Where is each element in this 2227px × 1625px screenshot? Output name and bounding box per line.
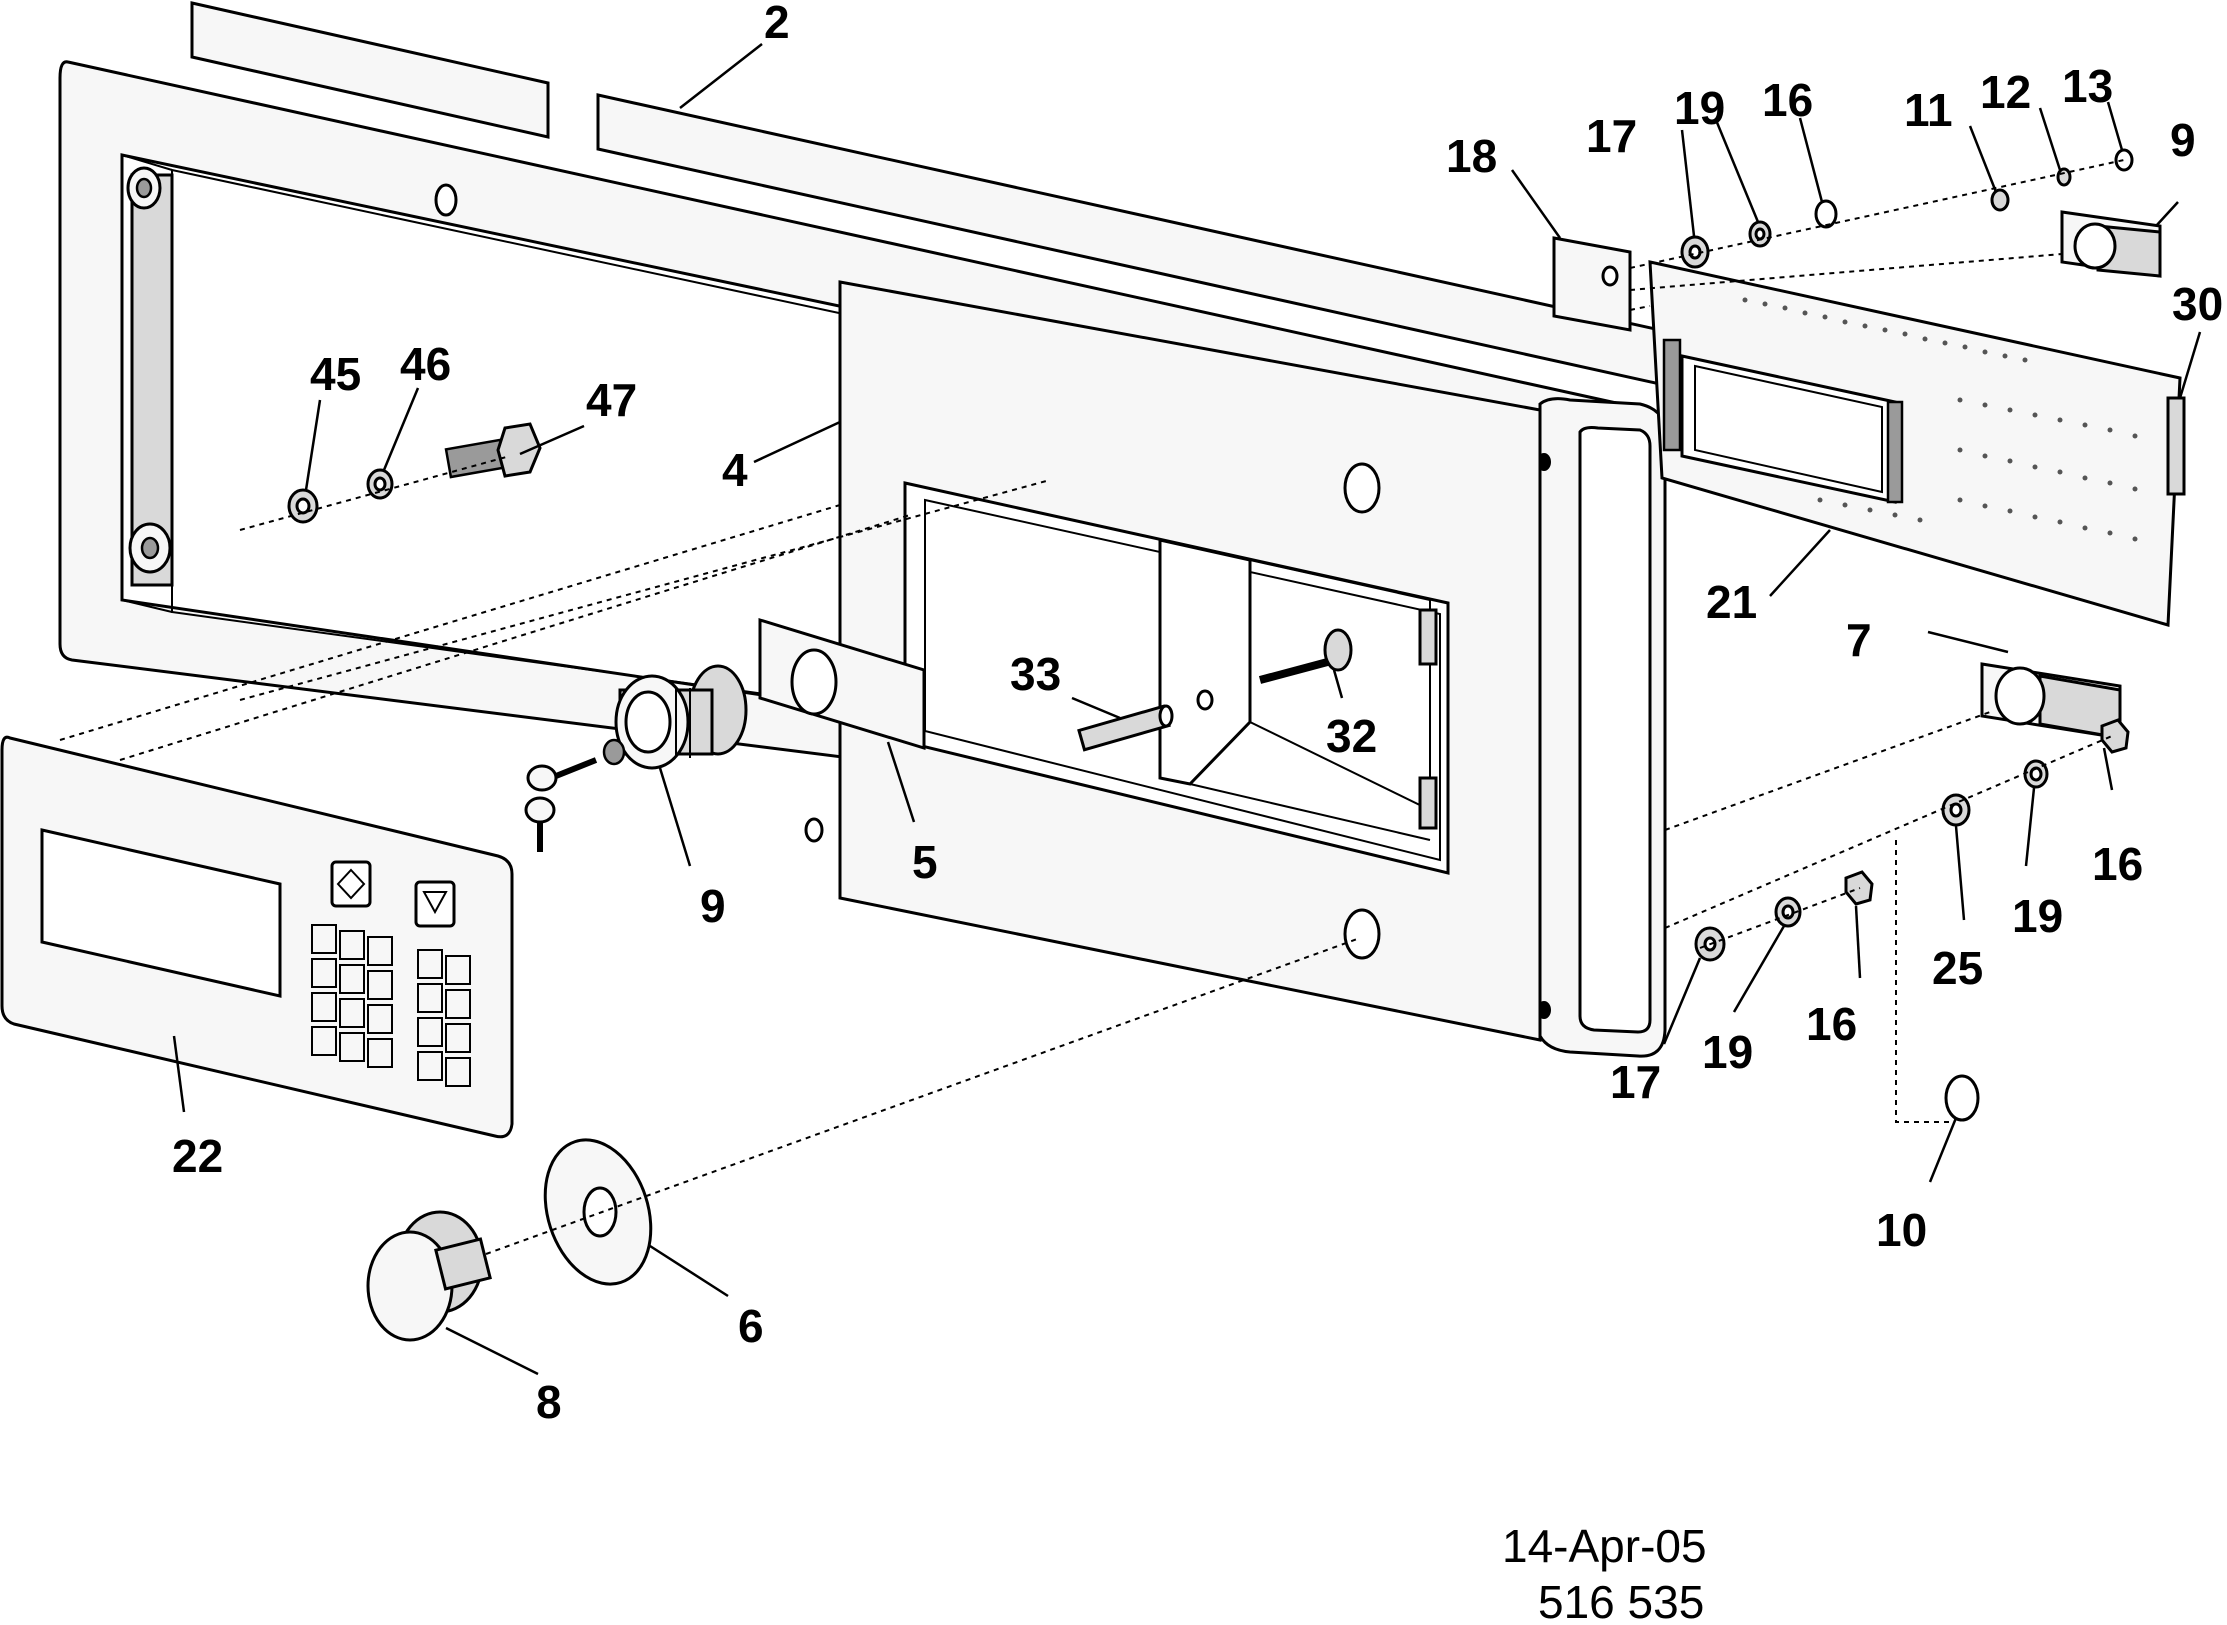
callout-47: 47: [586, 374, 637, 426]
callout-19-top: 19: [1674, 82, 1725, 134]
washer-11: [1990, 188, 2010, 212]
callout-4: 4: [722, 444, 748, 496]
callout-17-top: 17: [1586, 110, 1637, 162]
callout-9-right: 9: [2170, 114, 2196, 166]
nut-13: [2114, 148, 2134, 172]
bracket-18: [1552, 236, 1632, 332]
callout-30: 30: [2172, 278, 2223, 330]
washer-17-top: [1680, 235, 1710, 269]
circuit-board-21: [1648, 260, 2186, 627]
washer-25: [1941, 793, 1971, 827]
nut-16-right: [2100, 718, 2130, 754]
callout-25: 25: [1932, 942, 1983, 994]
callout-22: 22: [172, 1130, 223, 1182]
switch-block-7: [1980, 662, 2122, 740]
cap-10: [1944, 1074, 1980, 1122]
drawing-footer: 14-Apr-05 516 535: [1502, 1520, 1707, 1625]
callout-9-left: 9: [700, 880, 726, 932]
key-switch-9: [602, 664, 748, 770]
washer-46: [366, 468, 394, 500]
pin-33: [1077, 704, 1174, 752]
callout-16-top: 16: [1762, 74, 1813, 126]
callout-45: 45: [310, 348, 361, 400]
callout-33: 33: [1010, 648, 1061, 700]
back-plate-left: [190, 1, 550, 139]
plate-5: [758, 617, 926, 751]
callout-21: 21: [1706, 576, 1757, 628]
callout-18: 18: [1446, 130, 1497, 182]
callout-16-right: 16: [2092, 838, 2143, 890]
callout-7: 7: [1846, 614, 1872, 666]
callout-12: 12: [1980, 66, 2031, 118]
callout-8: 8: [536, 1376, 562, 1428]
switch-block-9: [2060, 210, 2162, 278]
washer-19-bottom: [1774, 896, 1802, 928]
callout-5: 5: [912, 836, 938, 888]
washer-45: [287, 488, 319, 524]
keypad-overlay-22: [0, 735, 514, 1139]
callout-17-bottom: 17: [1610, 1056, 1661, 1108]
keys: [524, 757, 598, 852]
callout-16-bottom: 16: [1806, 998, 1857, 1050]
drawing-date: 14-Apr-05: [1502, 1520, 1707, 1572]
nut-16-top: [1814, 199, 1838, 229]
bolt-47: [444, 422, 542, 479]
washer-19-top: [1748, 220, 1772, 248]
callout-2: 2: [764, 0, 790, 48]
callout-11: 11: [1904, 84, 1953, 136]
nut-16-bottom: [1844, 870, 1874, 906]
knob-8: [366, 1210, 492, 1342]
callout-13: 13: [2062, 60, 2113, 112]
callout-19-bottom: 19: [1702, 1026, 1753, 1078]
callout-labels: 2 4 5 6 7 8 9 9 10 11 12 13 16 16 16 17 …: [172, 0, 2223, 1428]
callout-10: 10: [1876, 1204, 1927, 1256]
front-cover-panel: [838, 280, 1542, 1042]
callout-6: 6: [738, 1300, 764, 1352]
callout-32: 32: [1326, 710, 1377, 762]
callout-46: 46: [400, 338, 451, 390]
leader-lines: [172, 43, 2202, 1376]
bolt-32: [1258, 628, 1353, 684]
rear-housing: [1537, 397, 1667, 1058]
drawing-number: 516 535: [1538, 1576, 1704, 1625]
callout-19-right: 19: [2012, 890, 2063, 942]
washer-6: [543, 1138, 653, 1286]
washer-12: [2056, 167, 2072, 187]
